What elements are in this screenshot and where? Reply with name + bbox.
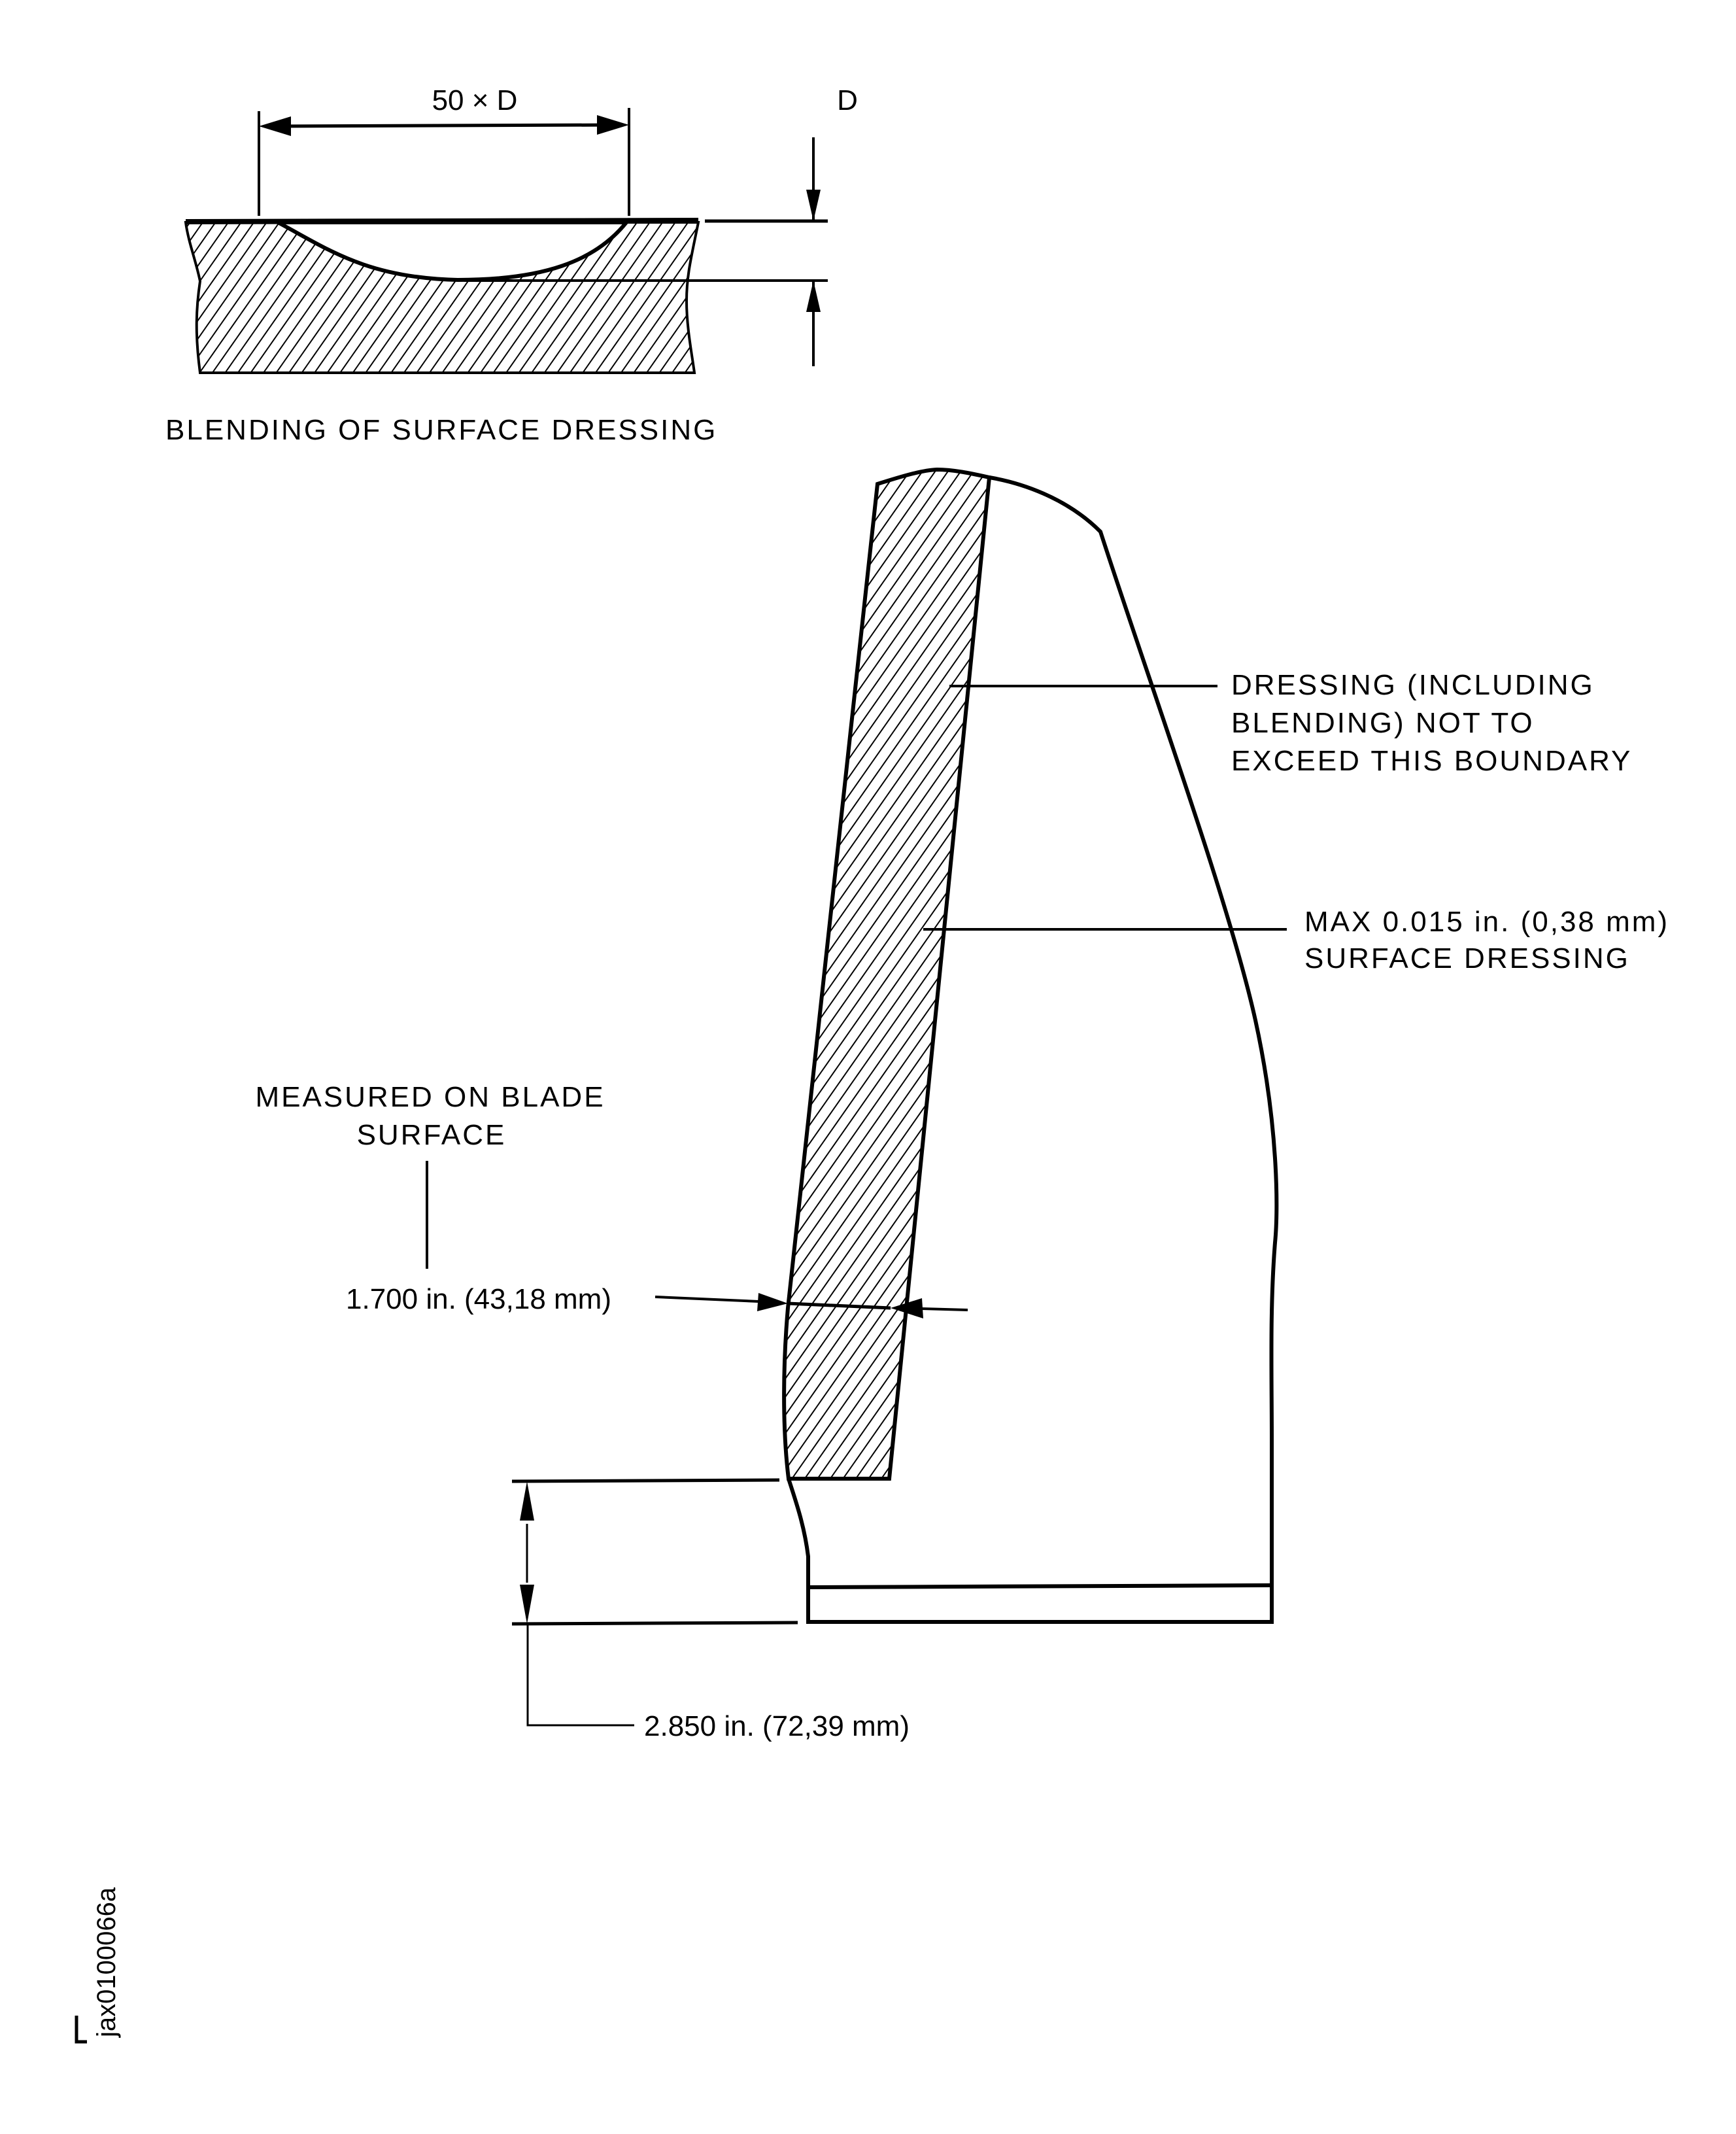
surface-line	[185, 218, 699, 224]
arrowhead-icon	[597, 115, 629, 135]
measured-note-line2: SURFACE	[357, 1119, 507, 1151]
arrowhead-icon	[806, 190, 821, 221]
blade-outline	[787, 475, 1279, 1624]
measured-note-line1: MEASURED ON BLADE	[255, 1081, 605, 1113]
height-leader	[526, 1624, 634, 1727]
corner-bracket	[75, 2016, 87, 2044]
blade-view: DRESSING (INCLUDING BLENDING) NOT TO EXC…	[255, 467, 1669, 1742]
arrowhead-icon	[259, 116, 291, 136]
blend-cavity	[277, 220, 631, 283]
arrowhead-icon	[520, 1481, 534, 1521]
height-dimension: 2.850 in. (72,39 mm)	[644, 1710, 910, 1742]
boundary-callout-line1: DRESSING (INCLUDING	[1231, 669, 1595, 701]
figure-id-text: jax0100066a	[92, 1887, 121, 2038]
max-callout-line2: SURFACE DRESSING	[1304, 942, 1630, 974]
arrowhead-icon	[891, 1298, 923, 1318]
arrowhead-icon	[806, 281, 821, 312]
detail-caption: BLENDING OF SURFACE DRESSING	[165, 414, 717, 446]
arrowhead-icon	[520, 1585, 534, 1624]
max-callout-line1: MAX 0.015 in. (0,38 mm)	[1304, 906, 1669, 938]
blending-detail: 50 × D D BLENDING OF SURFACE DRESSING	[165, 84, 858, 446]
platform-line	[809, 1583, 1272, 1589]
width-dimension: 1.700 in. (43,18 mm)	[346, 1283, 611, 1315]
depth-label: D	[837, 84, 858, 116]
figure-id: jax0100066a	[75, 1887, 121, 2044]
dressing-zone-hatch	[782, 467, 992, 1481]
boundary-callout-line3: EXCEED THIS BOUNDARY	[1231, 745, 1632, 777]
arrowhead-icon	[757, 1293, 788, 1311]
width-label: 50 × D	[432, 84, 518, 116]
boundary-callout-line2: BLENDING) NOT TO	[1231, 707, 1535, 739]
